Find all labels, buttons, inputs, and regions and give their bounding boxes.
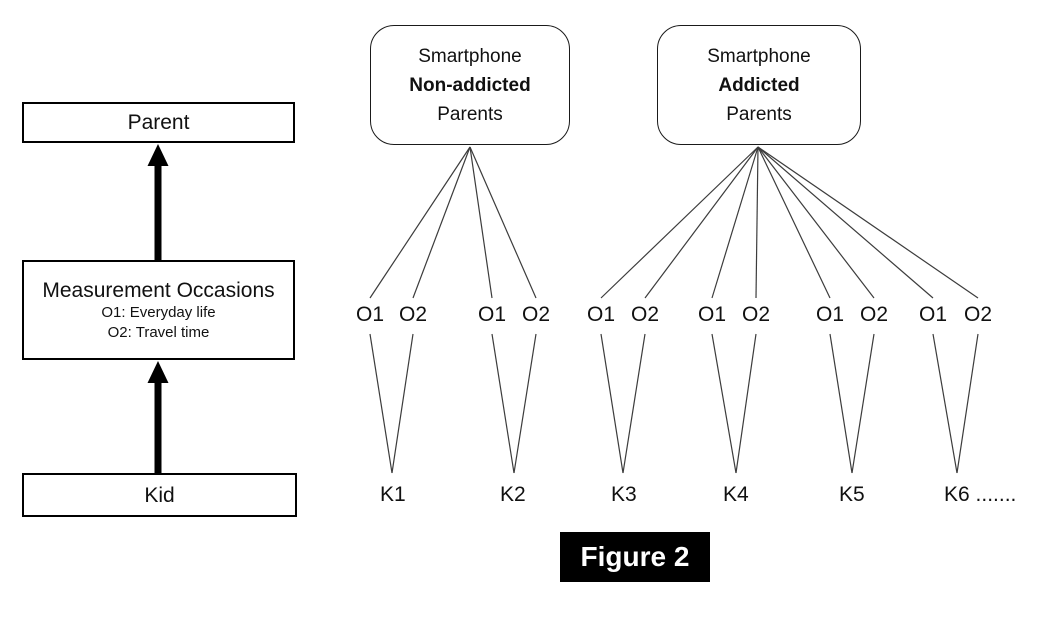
occasion-label-k1-o2: O2 — [398, 303, 428, 326]
occasion-label-k2-o2: O2 — [521, 303, 551, 326]
occasion-to-kid-lines — [369, 333, 979, 474]
parent-box-label: Parent — [127, 111, 190, 134]
occasion-label-k3-o1: O1 — [586, 303, 616, 326]
measurement-occasions-box: Measurement Occasions O1: Everyday life … — [22, 260, 295, 360]
occasion-label-k5-o1: O1 — [815, 303, 845, 326]
kid-label-k5: K5 — [839, 483, 865, 506]
occasion-label-k5-o2: O2 — [859, 303, 889, 326]
arrow-kid-to-measurement — [147, 361, 169, 474]
addicted-line2: Addicted — [718, 74, 800, 96]
occasion-label-k3-o2: O2 — [630, 303, 660, 326]
non-addicted-line3: Parents — [437, 103, 503, 125]
occasion-label-k6-o2: O2 — [963, 303, 993, 326]
non-addicted-parents-box: Smartphone Non-addicted Parents — [370, 25, 570, 145]
addicted-line3: Parents — [726, 103, 792, 125]
parent-box: Parent — [22, 102, 295, 143]
non-addicted-line2: Non-addicted — [409, 74, 531, 96]
occasion-label-k4-o2: O2 — [741, 303, 771, 326]
addicted-line1: Smartphone — [707, 45, 811, 67]
occasion-label-k2-o1: O1 — [477, 303, 507, 326]
kid-box-label: Kid — [144, 483, 175, 507]
occasion-label-k4-o1: O1 — [697, 303, 727, 326]
occasion-1-description: O1: Everyday life — [101, 303, 216, 321]
kid-label-k2: K2 — [500, 483, 526, 506]
occasion-2-description: O2: Travel time — [107, 323, 210, 341]
kid-box: Kid — [22, 473, 297, 517]
fan-lines-non-addicted — [369, 146, 537, 299]
fan-lines-addicted — [600, 146, 979, 299]
figure-caption: Figure 2 — [560, 532, 710, 582]
addicted-parents-box: Smartphone Addicted Parents — [657, 25, 861, 145]
occasion-label-k6-o1: O1 — [918, 303, 948, 326]
non-addicted-line1: Smartphone — [418, 45, 522, 67]
measurement-occasions-title: Measurement Occasions — [42, 278, 275, 302]
occasion-label-k1-o1: O1 — [355, 303, 385, 326]
arrow-measurement-to-parent — [147, 144, 169, 261]
kid-label-k1: K1 — [380, 483, 406, 506]
figure-caption-text: Figure 2 — [580, 541, 690, 572]
kid-label-k3: K3 — [611, 483, 637, 506]
kid-label-k6: K6 ....... — [944, 483, 1017, 506]
kid-label-k4: K4 — [723, 483, 749, 506]
